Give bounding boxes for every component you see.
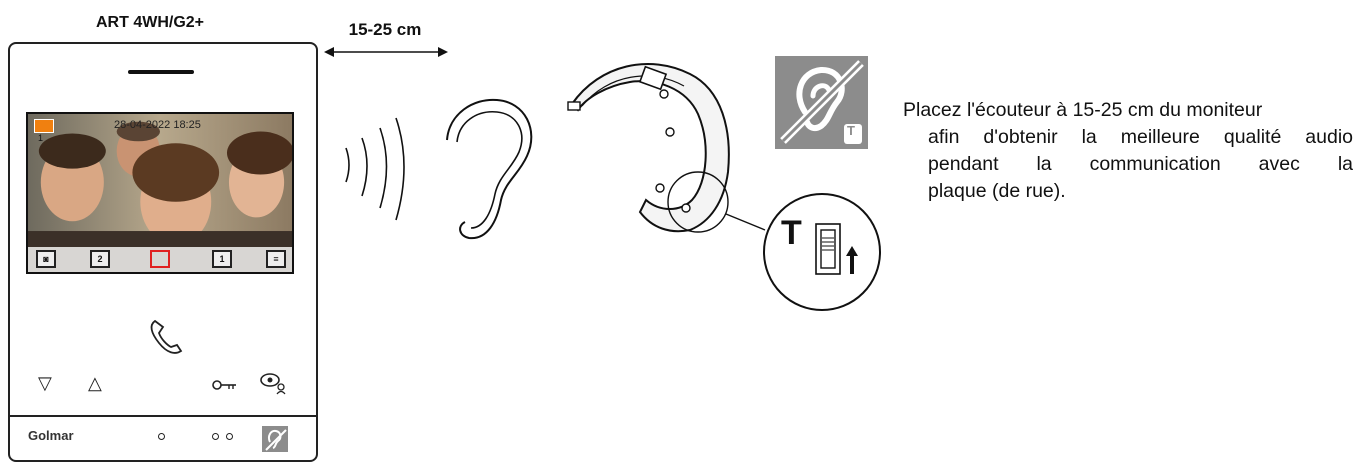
ear-icon: [435, 92, 545, 242]
down-button[interactable]: ▽: [38, 373, 52, 394]
camera-badge: [34, 119, 54, 133]
instruction-caption: Placez l'écouteur à 15-25 cm du moniteur…: [903, 97, 1353, 205]
caption-line-2: afin d'obtenir la meilleure qualité audi…: [903, 124, 1353, 151]
key2-sub: 2: [97, 254, 102, 264]
model-label: ART 4WH/G2+: [30, 14, 270, 32]
hearing-aid-icon: [560, 52, 790, 252]
caption-line-1: Placez l'écouteur à 15-25 cm du moniteur: [903, 97, 1353, 124]
key1-icon[interactable]: 1: [212, 250, 232, 268]
distance-label: 15-25 cm: [335, 20, 435, 40]
menu-icon[interactable]: ≡: [266, 250, 286, 268]
brand-logo: Golmar: [28, 428, 74, 443]
telecoil-letter: T: [781, 216, 802, 250]
hearing-loop-small-icon: [262, 426, 288, 452]
distance-arrow: [322, 40, 452, 64]
key-icon[interactable]: [212, 378, 238, 392]
key2-icon[interactable]: 2: [90, 250, 110, 268]
monitor-screen: 1 28-04-2022 18:25 ◙ 2 1 ≡: [26, 112, 294, 274]
speaker-slot: [128, 70, 194, 74]
camera-number: 1: [38, 133, 43, 143]
led-2: [212, 433, 219, 440]
led-3: [226, 433, 233, 440]
hearing-loop-letter: T: [773, 123, 866, 138]
camera-view-icon[interactable]: [258, 371, 288, 395]
timestamp: 28-04-2022 18:25: [114, 119, 201, 131]
telecoil-switch-detail: [760, 190, 885, 315]
hangup-icon[interactable]: [150, 250, 170, 268]
caption-line-3: pendant la communication avec la: [903, 151, 1353, 178]
key1-sub: 1: [219, 254, 224, 264]
caption-line-4: plaque (de rue).: [903, 178, 1353, 205]
sound-waves: [338, 110, 418, 230]
up-button[interactable]: △: [88, 373, 102, 394]
handset-icon[interactable]: [145, 315, 189, 359]
photo-icon[interactable]: ◙: [36, 250, 56, 268]
led-1: [158, 433, 165, 440]
screen-toolbar: ◙ 2 1 ≡: [28, 247, 292, 272]
